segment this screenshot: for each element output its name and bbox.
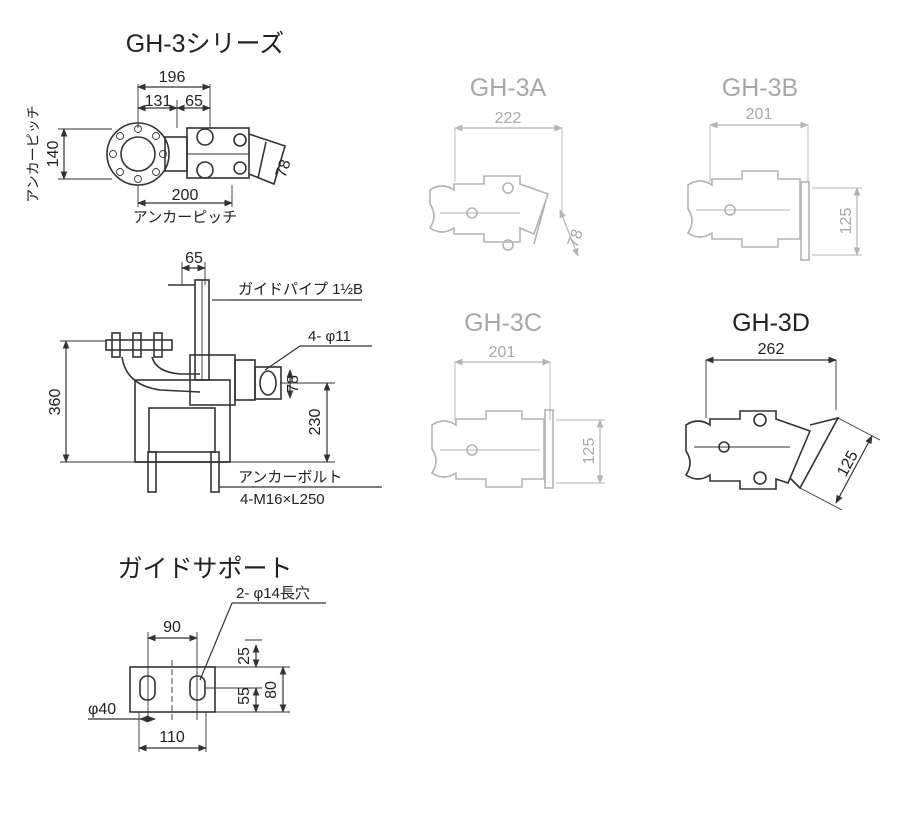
gh3a-dim-78-line: [559, 209, 579, 257]
gh3d-ext-a: [837, 417, 881, 441]
gh3d-body: [684, 410, 812, 490]
gh3b-body: [686, 170, 801, 248]
series-title: GH-3シリーズ: [126, 30, 284, 58]
side-dim-230: 230: [307, 409, 324, 436]
guide-support: ガイドサポート 2- φ14長穴 90 25 55 80: [88, 555, 326, 752]
side-view: 65 ガイドパイプ 1½B 4- φ11 78: [47, 250, 382, 508]
gh3b-dim-width: 201: [746, 106, 773, 123]
gs-dim-80: 80: [263, 681, 280, 699]
side-flange-bolts: [111, 332, 163, 358]
plan-guide-bottom: [196, 161, 214, 179]
gh3c-title: GH-3C: [464, 309, 542, 337]
gs-dim-25: 25: [236, 647, 253, 665]
plan-dim-65: 65: [185, 93, 203, 110]
gh3d-bolt-bottom: [753, 471, 767, 485]
variant-gh3b: GH-3B 201 125: [686, 74, 862, 261]
side-dim-360: 360: [47, 389, 64, 416]
gh3a-body: [428, 175, 550, 243]
gs-dim-110: 110: [159, 729, 185, 746]
plan-view: 196 131 65 140 アンカーピッチ 78: [25, 69, 295, 226]
gh3b-title: GH-3B: [722, 74, 798, 102]
gs-slots-leader: [199, 602, 233, 681]
gh3b-hub: [724, 204, 736, 216]
plan-anchor-pitch-horizontal-label: アンカーピッチ: [133, 209, 237, 226]
side-elbow-outer: [151, 356, 200, 375]
plan-bolt-bottom: [233, 161, 247, 175]
gh3d-ext-b: [799, 487, 843, 511]
plan-bolt-top: [233, 133, 247, 147]
plan-dim-131: 131: [145, 93, 172, 110]
gs-slots-label: 2- φ14長穴: [236, 585, 310, 602]
gh3c-flange: [544, 409, 554, 489]
plan-outlet-ring: [257, 141, 267, 179]
plan-anchor-pitch-vertical-label: アンカーピッチ: [25, 105, 41, 202]
side-holes-leader: [264, 345, 301, 371]
plan-dim-140: 140: [45, 141, 62, 168]
gh3a-outlet-flange: [533, 199, 547, 245]
gh3c-dim-width: 201: [489, 344, 516, 361]
plan-guide-top: [196, 128, 214, 146]
gh3d-title: GH-3D: [732, 309, 810, 337]
gh3a-hub: [466, 207, 478, 219]
gs-plate: [129, 666, 216, 713]
side-guide-pipe-label: ガイドパイプ 1½B: [238, 281, 363, 298]
side-top-flange: [105, 339, 173, 351]
variant-gh3d: GH-3D 262 125: [684, 309, 881, 511]
gh3d-dim-width: 262: [758, 341, 785, 358]
side-dim-65: 65: [185, 250, 203, 267]
side-holes-label: 4- φ11: [308, 328, 351, 345]
plan-body: [186, 127, 250, 179]
gh3d-hub: [718, 441, 730, 453]
gs-dim-90: 90: [163, 619, 181, 636]
plan-outlet: [248, 133, 286, 186]
gh3a-title: GH-3A: [470, 74, 547, 102]
plan-flange-bore: [120, 136, 156, 172]
plan-dim-78: 78: [273, 157, 295, 179]
gs-dim-55: 55: [236, 687, 253, 705]
variant-gh3c: GH-3C 201 125: [430, 309, 605, 489]
gh3c-dim-125: 125: [581, 438, 598, 465]
gh3b-flange: [800, 181, 810, 261]
gh3b-dim-125: 125: [838, 208, 855, 235]
guide-support-title: ガイドサポート: [117, 555, 292, 583]
gh3a-dim-width: 222: [495, 110, 522, 127]
side-anchor-bolts: [147, 451, 220, 493]
side-anchor-bolt-label: アンカーボルト: [238, 469, 342, 486]
gh3d-bolt-top: [753, 413, 767, 427]
gh3a-bolt-top: [502, 182, 514, 194]
side-dim-78: 78: [285, 375, 302, 393]
side-anchor-bolt-spec: 4-M16×L250: [240, 491, 325, 508]
gh3d-outlet-flange: [789, 416, 840, 490]
variant-gh3a: GH-3A 222 78: [428, 74, 587, 257]
side-elbow-inner: [121, 356, 201, 393]
gh3c-body: [430, 410, 545, 488]
gh3a-dim-78: 78: [565, 227, 587, 250]
gs-dim-40: φ40: [88, 701, 116, 718]
side-outlet-bore: [259, 370, 277, 396]
side-valve-neck: [234, 359, 256, 401]
plan-flange-bolts: [109, 125, 167, 183]
plan-dim-196: 196: [159, 69, 186, 86]
plan-dim-200: 200: [172, 187, 199, 204]
gh3d-dim-125-line: [835, 435, 873, 504]
side-stand-window: [148, 407, 216, 453]
gh3a-bolt-bottom: [502, 239, 514, 251]
gh3c-hub: [466, 444, 478, 456]
